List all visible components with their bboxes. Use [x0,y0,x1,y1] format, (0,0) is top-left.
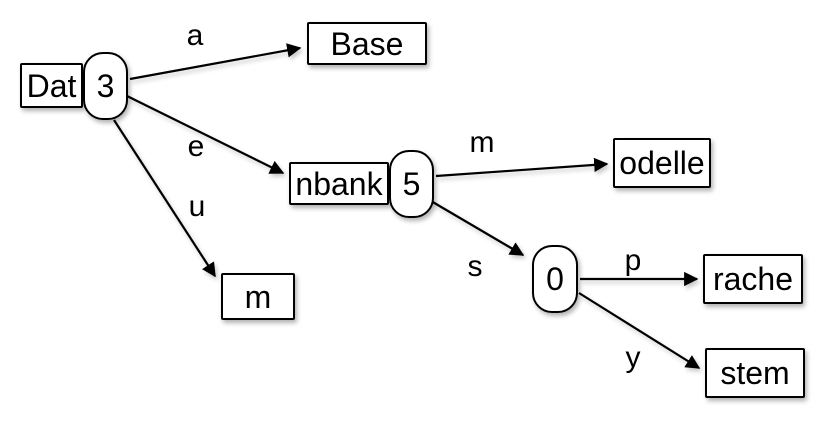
edge-u-line [113,119,216,278]
node-stem: stem [705,348,805,398]
node-count-5: 5 [389,150,434,218]
node-count-3: 3 [83,52,128,120]
edge-label-u: u [188,190,206,223]
edge-s-line [430,200,525,256]
node-m-leaf: m [221,273,295,320]
node-odelle: odelle [613,138,711,188]
edge-label-s: s [467,250,483,283]
node-nbank: nbank [289,162,389,205]
edge-e-line [126,95,285,174]
node-rache: rache [703,254,803,304]
edge-a-line [129,43,302,81]
node-dat: Dat [20,63,83,108]
edge-label-p: p [624,244,642,277]
edge-label-y: y [625,341,641,374]
node-count-0: 0 [532,245,578,313]
node-base: Base [307,22,427,65]
edge-y-line [578,292,701,369]
edge-label-m: m [469,126,495,159]
edge-m-line [435,157,609,178]
edge-label-a: a [186,19,204,52]
edge-label-e: e [187,130,205,163]
